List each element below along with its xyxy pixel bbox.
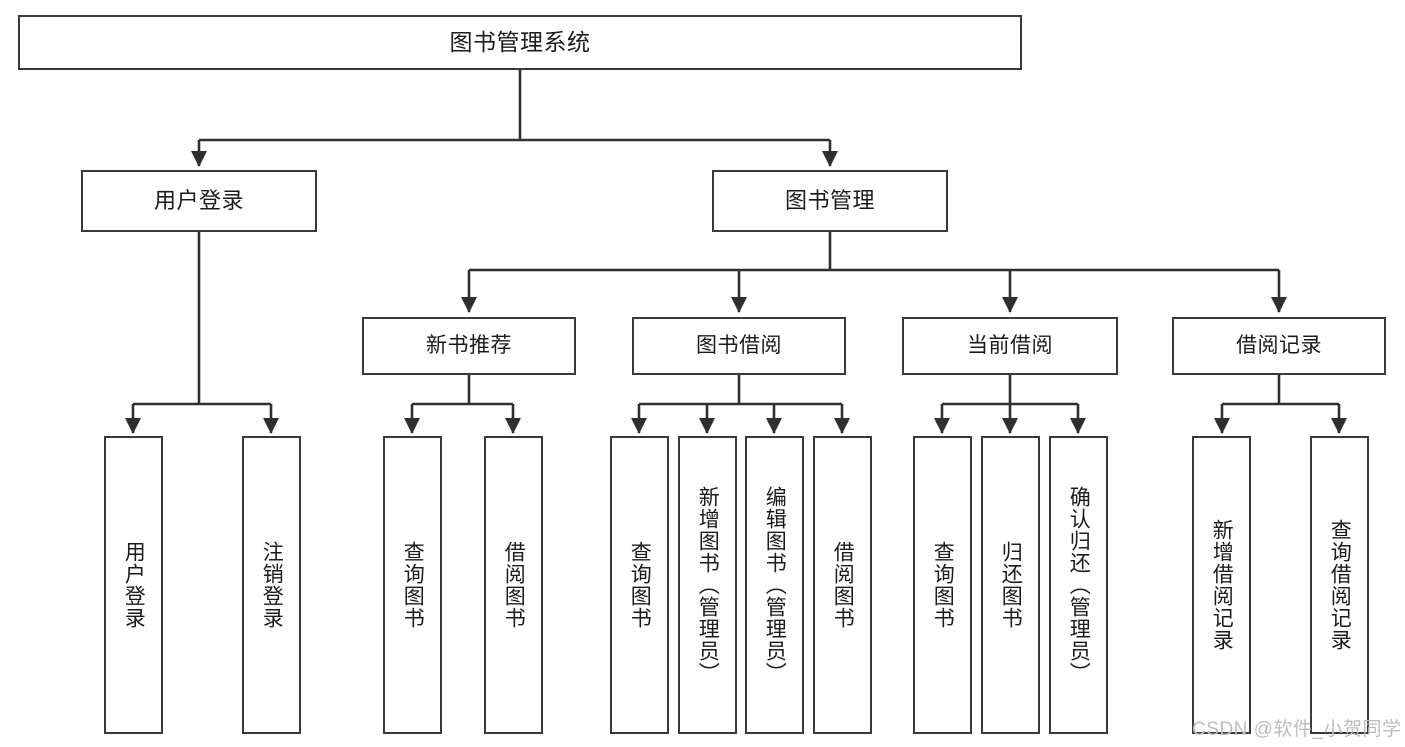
node-leaf-return-book[interactable]: 归还图书 — [981, 436, 1040, 734]
node-label: 归还图书 — [999, 541, 1023, 629]
node-leaf-query-record[interactable]: 查询借阅记录 — [1310, 436, 1369, 734]
node-label: 查询图书 — [628, 541, 652, 629]
node-leaf-borrow-book-2[interactable]: 借阅图书 — [813, 436, 872, 734]
node-label: 编辑图书（管理员） — [763, 486, 787, 684]
node-label: 借阅图书 — [831, 541, 855, 629]
node-label: 图书借阅 — [696, 333, 782, 357]
node-leaf-query-book-1[interactable]: 查询图书 — [383, 436, 442, 734]
node-label: 用户登录 — [122, 541, 146, 629]
node-label: 查询借阅记录 — [1328, 519, 1352, 651]
node-leaf-add-record[interactable]: 新增借阅记录 — [1192, 436, 1251, 734]
node-leaf-user-login[interactable]: 用户登录 — [104, 436, 163, 734]
node-label: 借阅图书 — [502, 541, 526, 629]
csdn-watermark: CSDN @软件_小贺同学 — [1192, 719, 1402, 740]
node-label: 图书管理系统 — [449, 28, 591, 55]
node-label: 新增借阅记录 — [1210, 519, 1234, 651]
node-leaf-borrow-book-1[interactable]: 借阅图书 — [484, 436, 543, 734]
node-book-management-system[interactable]: 图书管理系统 — [18, 15, 1022, 70]
node-leaf-query-book-3[interactable]: 查询图书 — [913, 436, 972, 734]
node-label: 用户登录 — [153, 188, 244, 214]
node-label: 注销登录 — [260, 541, 284, 629]
node-book-borrow[interactable]: 图书借阅 — [632, 317, 846, 375]
node-current-borrow[interactable]: 当前借阅 — [902, 317, 1118, 375]
node-label: 查询图书 — [401, 541, 425, 629]
node-book-management[interactable]: 图书管理 — [712, 170, 948, 232]
node-user-login[interactable]: 用户登录 — [81, 170, 317, 232]
node-leaf-query-book-2[interactable]: 查询图书 — [610, 436, 669, 734]
node-borrow-record[interactable]: 借阅记录 — [1172, 317, 1386, 375]
node-label: 借阅记录 — [1236, 333, 1322, 357]
node-label: 当前借阅 — [967, 333, 1053, 357]
node-leaf-confirm-return[interactable]: 确认归还（管理员） — [1049, 436, 1108, 734]
node-new-book-recommend[interactable]: 新书推荐 — [362, 317, 576, 375]
node-label: 图书管理 — [784, 188, 875, 214]
node-label: 查询图书 — [931, 541, 955, 629]
node-leaf-logout-login[interactable]: 注销登录 — [242, 436, 301, 734]
node-leaf-edit-book[interactable]: 编辑图书（管理员） — [745, 436, 804, 734]
node-label: 新书推荐 — [426, 333, 512, 357]
node-leaf-add-book[interactable]: 新增图书（管理员） — [678, 436, 737, 734]
node-label: 新增图书（管理员） — [696, 486, 720, 684]
node-label: 确认归还（管理员） — [1067, 486, 1091, 684]
